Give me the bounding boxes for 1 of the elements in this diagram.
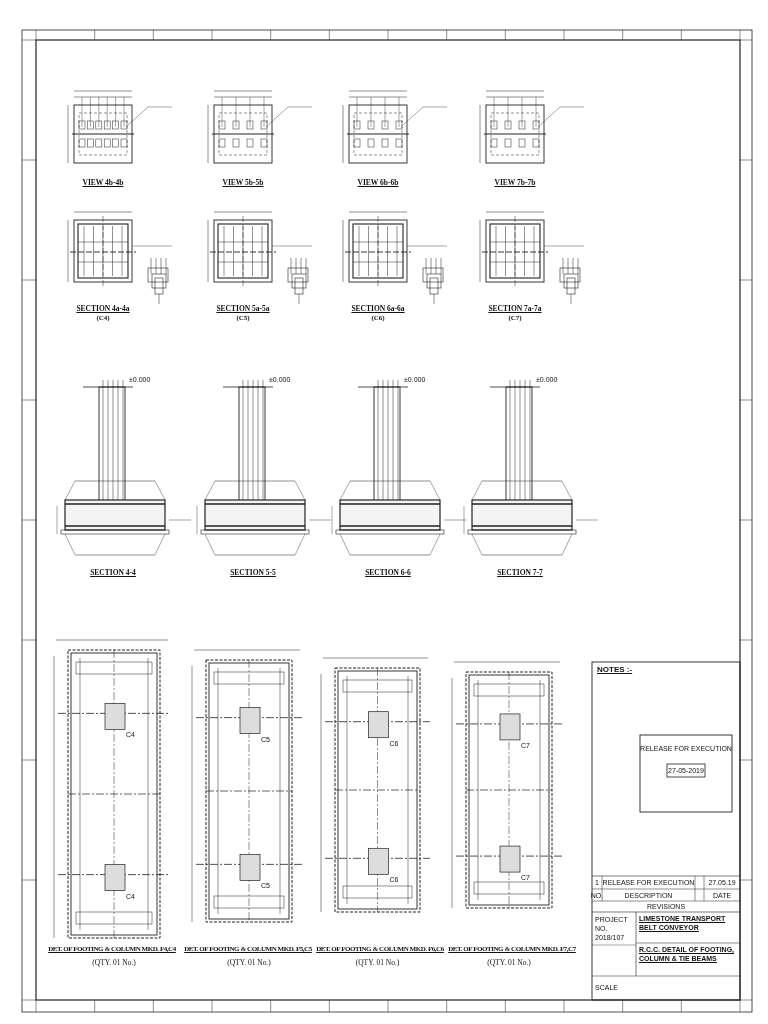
notes-heading: NOTES :- (597, 666, 633, 674)
